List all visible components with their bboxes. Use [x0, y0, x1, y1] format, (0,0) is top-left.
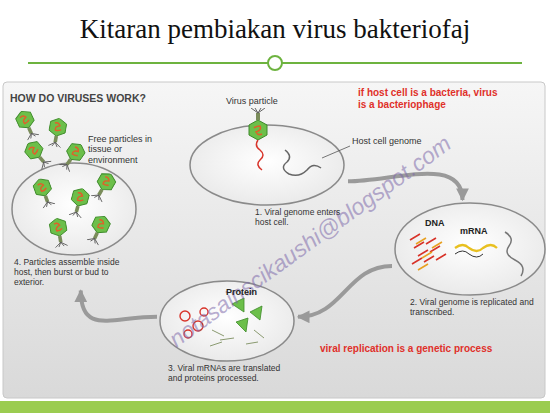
host-genome — [283, 150, 321, 175]
step-caption: 2. Viral genome is replicated and transc… — [410, 297, 535, 317]
panel — [3, 82, 545, 398]
bottom-bar — [0, 401, 550, 413]
part-label: mRNA — [460, 226, 500, 236]
part-label: Virus particle — [226, 96, 306, 106]
viral-genome — [256, 140, 263, 170]
page-title: Kitaran pembiakan virus bakteriofaj — [0, 14, 550, 45]
part-label: DNA — [425, 218, 455, 228]
virus-particle — [14, 108, 118, 248]
step-caption: 3. Viral mRNAs are translated and protei… — [168, 363, 295, 383]
virus-particle — [249, 108, 267, 140]
watermark: notasainscikaushi@blogspot.com — [149, 119, 472, 364]
host-cell — [190, 125, 344, 205]
cell-stage: 1. Viral genome enters host cell. — [190, 125, 345, 227]
part-label: Host cell genome — [352, 136, 442, 146]
note: viral replication is a genetic process — [320, 343, 535, 355]
cell-stage: 2. Viral genome is replicated and transc… — [395, 203, 545, 317]
host-genome — [505, 232, 523, 276]
host-cell — [12, 163, 136, 255]
panel-heading: HOW DO VIRUSES WORK? — [10, 92, 210, 104]
divider-knob — [268, 56, 282, 70]
mrna-strand — [455, 251, 483, 257]
process-arrow — [298, 266, 392, 317]
leader-line — [322, 146, 350, 158]
cell-stage: 3. Viral mRNAs are translated and protei… — [160, 281, 295, 383]
cell-stage: 4. Particles assemble inside host, then … — [12, 163, 137, 288]
step-caption: 1. Viral genome enters host cell. — [255, 207, 345, 227]
host-cell — [395, 203, 545, 295]
process-arrow — [81, 291, 157, 321]
dna-strands — [410, 234, 446, 264]
part-label: Protein — [226, 287, 276, 297]
protein-chain — [210, 330, 264, 346]
note: if host cell is a bacteria, virus is a b… — [358, 87, 508, 110]
step-caption: 4. Particles assemble inside host, then … — [14, 257, 137, 288]
part-label: Free particles in tissue or environment — [88, 134, 168, 165]
dna-strands — [416, 238, 442, 270]
mrna-strand — [455, 245, 497, 251]
